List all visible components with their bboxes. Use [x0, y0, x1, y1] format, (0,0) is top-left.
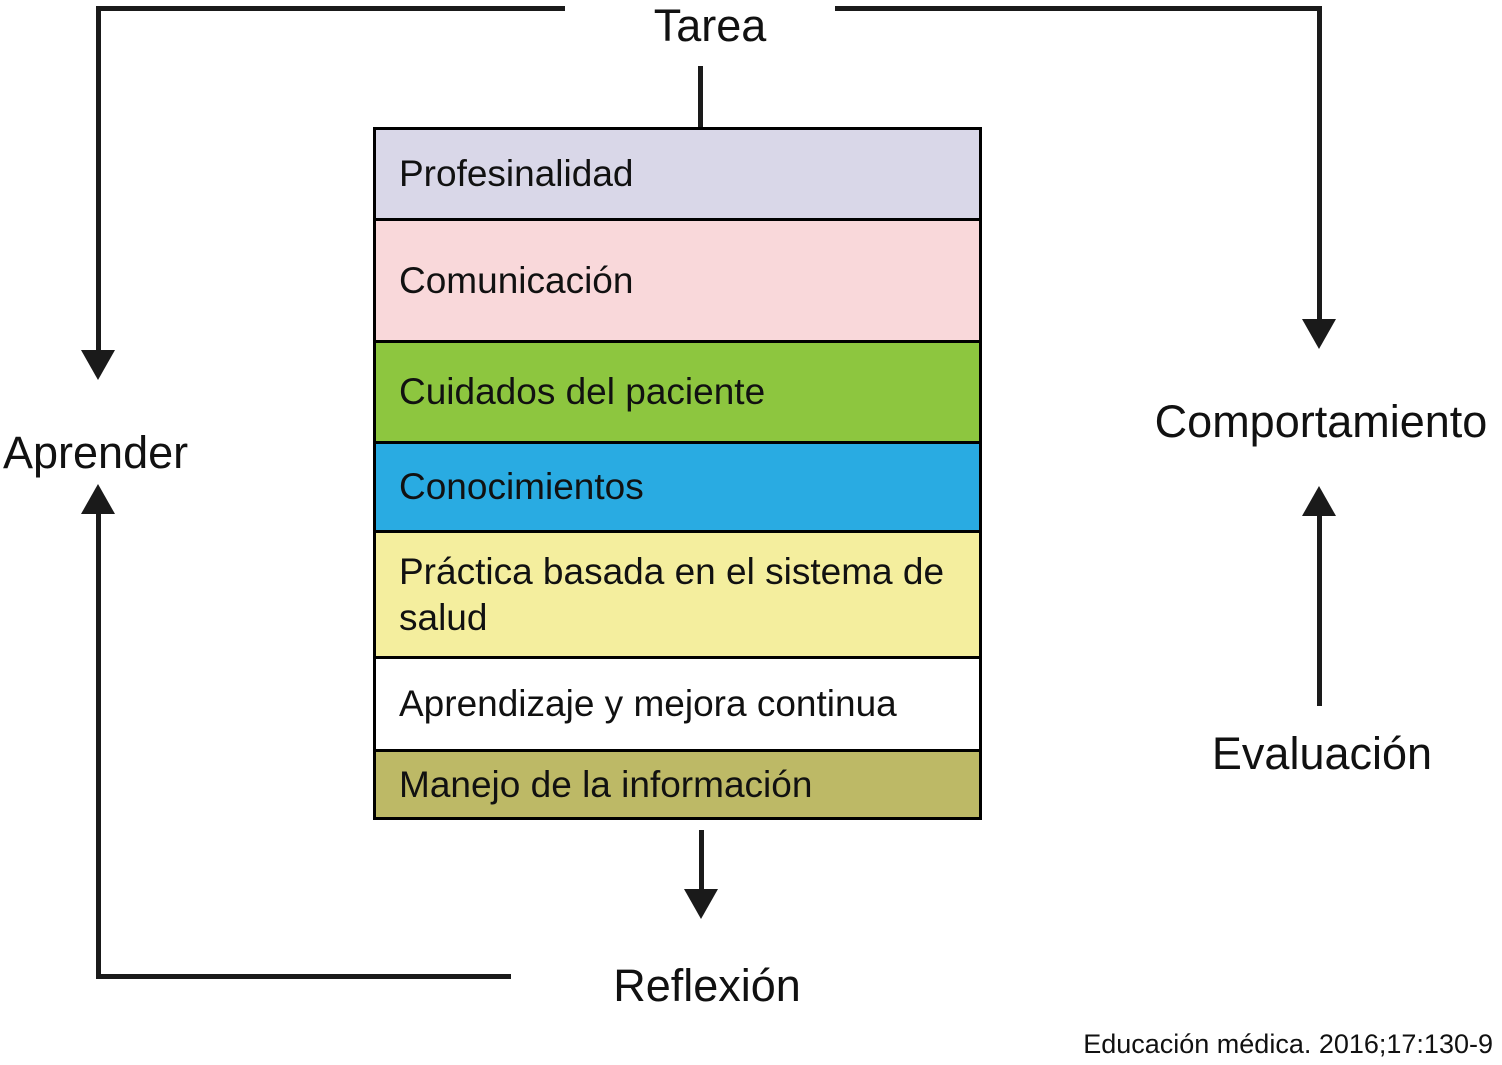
- band-comunicacion: Comunicación: [376, 221, 979, 343]
- evaluacion-to-comportamiento-line: [1317, 514, 1322, 706]
- competency-stack: Profesinalidad Comunicación Cuidados del…: [373, 127, 982, 820]
- tarea-to-comportamiento-line-horizontal: [835, 6, 1322, 11]
- band-profesinalidad: Profesinalidad: [376, 130, 979, 221]
- comportamiento-label: Comportamiento: [1154, 396, 1488, 447]
- band-comunicacion-label: Comunicación: [399, 259, 634, 301]
- evaluacion-label: Evaluación: [1211, 728, 1433, 779]
- band-manejo-informacion: Manejo de la información: [376, 752, 979, 817]
- citation-text: Educación médica. 2016;17:130-9: [1083, 1029, 1493, 1059]
- stack-to-reflexion-line: [699, 830, 704, 890]
- tarea-label: Tarea: [653, 0, 767, 51]
- band-aprendizaje-mejora-continua: Aprendizaje y mejora continua: [376, 659, 979, 752]
- band-aprendizaje-mejora-continua-label: Aprendizaje y mejora continua: [399, 683, 897, 725]
- band-profesinalidad-label: Profesinalidad: [399, 153, 634, 195]
- band-manejo-informacion-label: Manejo de la información: [399, 763, 813, 805]
- reflexion-to-aprender-line-vertical: [96, 512, 101, 977]
- band-practica-basada-sistema-salud: Práctica basada en el sistema de salud: [376, 533, 979, 659]
- band-conocimientos: Conocimientos: [376, 444, 979, 533]
- tarea-to-aprender-line-vertical: [96, 6, 101, 351]
- tarea-to-comportamiento-line-vertical: [1317, 6, 1322, 319]
- arrowhead-stack-to-reflexion-icon: [684, 889, 718, 919]
- tarea-to-stack-connector: [698, 66, 703, 127]
- arrowhead-reflexion-to-aprender-icon: [81, 484, 115, 514]
- aprender-label: Aprender: [3, 427, 189, 478]
- reflexion-to-aprender-line-horizontal: [96, 974, 511, 979]
- reflexion-label: Reflexión: [613, 960, 801, 1011]
- band-cuidados-del-paciente: Cuidados del paciente: [376, 343, 979, 444]
- band-practica-basada-sistema-salud-label: Práctica basada en el sistema de salud: [399, 551, 945, 638]
- tarea-to-aprender-line-horizontal: [96, 6, 565, 11]
- arrowhead-tarea-to-aprender-icon: [81, 350, 115, 380]
- arrowhead-tarea-to-comportamiento-icon: [1302, 319, 1336, 349]
- arrowhead-evaluacion-to-comportamiento-icon: [1302, 486, 1336, 516]
- band-cuidados-del-paciente-label: Cuidados del paciente: [399, 371, 766, 413]
- band-conocimientos-label: Conocimientos: [399, 466, 644, 508]
